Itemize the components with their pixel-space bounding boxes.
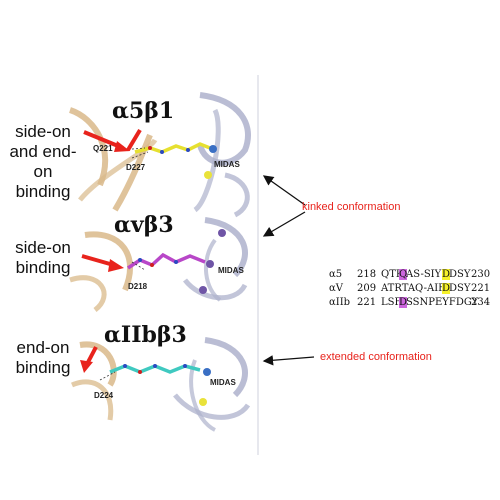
seq-start: 221 (357, 297, 377, 308)
ligand-atom (183, 364, 187, 368)
midas-label-1: MIDAS (214, 160, 240, 169)
alignment-row-a5: α5 218 QTR Q AS-SIY D DSY 230 (329, 269, 491, 281)
midas-label-2: MIDAS (218, 266, 244, 275)
kinked-pointer-arrow-2 (262, 211, 306, 237)
residue-label-d227: D227 (126, 163, 146, 172)
midas-label-3: MIDAS (210, 378, 236, 387)
seq-segment: SSNPEYFDGY (406, 297, 479, 308)
ligand-atom (186, 148, 190, 152)
binding-mode-text: end-on binding (15, 338, 71, 377)
kinked-pointer-arrow-1 (262, 175, 306, 206)
label-a5b1-binding: side-on and end-on binding (2, 122, 84, 202)
midas-metal (206, 260, 214, 268)
beta-ribbon (193, 108, 221, 213)
beta-ribbon (197, 92, 251, 166)
beta-ribbon (203, 238, 222, 302)
alignment-row-av: αV 209 ATRTAQ-AIF D DSY 221 (329, 283, 491, 295)
metal-ion (199, 398, 207, 406)
ligand-atom (160, 150, 164, 154)
metal-ion (199, 286, 207, 294)
seq-segment: QTR (381, 269, 404, 280)
seq-name: αV (329, 283, 343, 294)
hbond (99, 371, 116, 381)
seq-name: α5 (329, 269, 343, 280)
panel-avb3-structure (69, 217, 248, 312)
alpha-ribbon (69, 275, 107, 312)
ligand-atom (138, 370, 142, 374)
label-avb3-binding: side-on binding (8, 238, 78, 278)
ligand-atom (150, 263, 154, 267)
midas-metal (209, 145, 217, 153)
beta-ribbon (204, 337, 248, 398)
red-arrowhead (114, 141, 130, 152)
midas-metal (203, 368, 211, 376)
red-arrowhead (108, 259, 124, 272)
ligand-atom (148, 146, 152, 150)
ligand-atom (138, 258, 142, 262)
seq-end: 230 (471, 269, 491, 280)
panel-title-avb3: αvβ3 (114, 212, 174, 238)
binding-mode-text: side-on and end-on binding (9, 122, 77, 201)
beta-ribbon (173, 393, 251, 420)
seq-segment: DSY (449, 283, 471, 294)
seq-segment: AS-SIY (406, 269, 442, 280)
seq-name: αIIb (329, 297, 351, 308)
seq-highlight-yellow: D (442, 283, 451, 294)
beta-ribbon (224, 172, 250, 218)
kinked-conformation-label: kinked conformation (302, 201, 401, 213)
beta-ribbon (189, 359, 217, 432)
alpha-ribbon (112, 133, 153, 212)
red-arrowhead (80, 360, 93, 373)
alignment-row-aiib: αIIb 221 LSF D SSNPEYFDGY 234 (329, 297, 491, 309)
extended-conformation-label: extended conformation (320, 351, 432, 363)
beta-ribbon (204, 217, 248, 278)
seq-segment: DSY (449, 269, 471, 280)
extended-pointer-arrow (262, 355, 315, 366)
panel-title-aiibb3: αIIbβ3 (104, 322, 187, 348)
alpha-ribbon (84, 231, 133, 292)
hbond (131, 151, 149, 159)
label-aiibb3-binding: end-on binding (8, 338, 78, 378)
metal-ion (218, 229, 226, 237)
seq-highlight-yellow: D (442, 269, 451, 280)
panel-title-a5b1: α5β1 (112, 98, 175, 124)
binding-mode-text: side-on binding (15, 238, 71, 277)
seq-segment: ATRTAQ-AIF (381, 283, 446, 294)
alpha-ribbon (78, 138, 158, 202)
metal-ion (204, 171, 212, 179)
seq-start: 218 (357, 269, 377, 280)
seq-start: 209 (357, 283, 377, 294)
alpha-ribbon (79, 341, 117, 387)
residue-label-d224: D224 (94, 391, 114, 400)
panel-aiibb3-structure (71, 337, 251, 432)
seq-segment: LSF (381, 297, 402, 308)
residue-label-q221: Q221 (93, 144, 113, 153)
seq-end: 234 (471, 297, 491, 308)
ligand-atom (123, 364, 127, 368)
ligand-atom (174, 260, 178, 264)
seq-highlight-purple: Q (399, 269, 408, 280)
seq-end: 221 (471, 283, 491, 294)
alpha-ribbon (71, 379, 114, 421)
panel-a5b1-structure (68, 92, 251, 218)
hbond (131, 261, 146, 271)
seq-highlight-purple: D (399, 297, 408, 308)
red-arrow-shaft (126, 128, 142, 152)
ligand-atom (153, 364, 157, 368)
residue-label-d218: D218 (128, 282, 148, 291)
